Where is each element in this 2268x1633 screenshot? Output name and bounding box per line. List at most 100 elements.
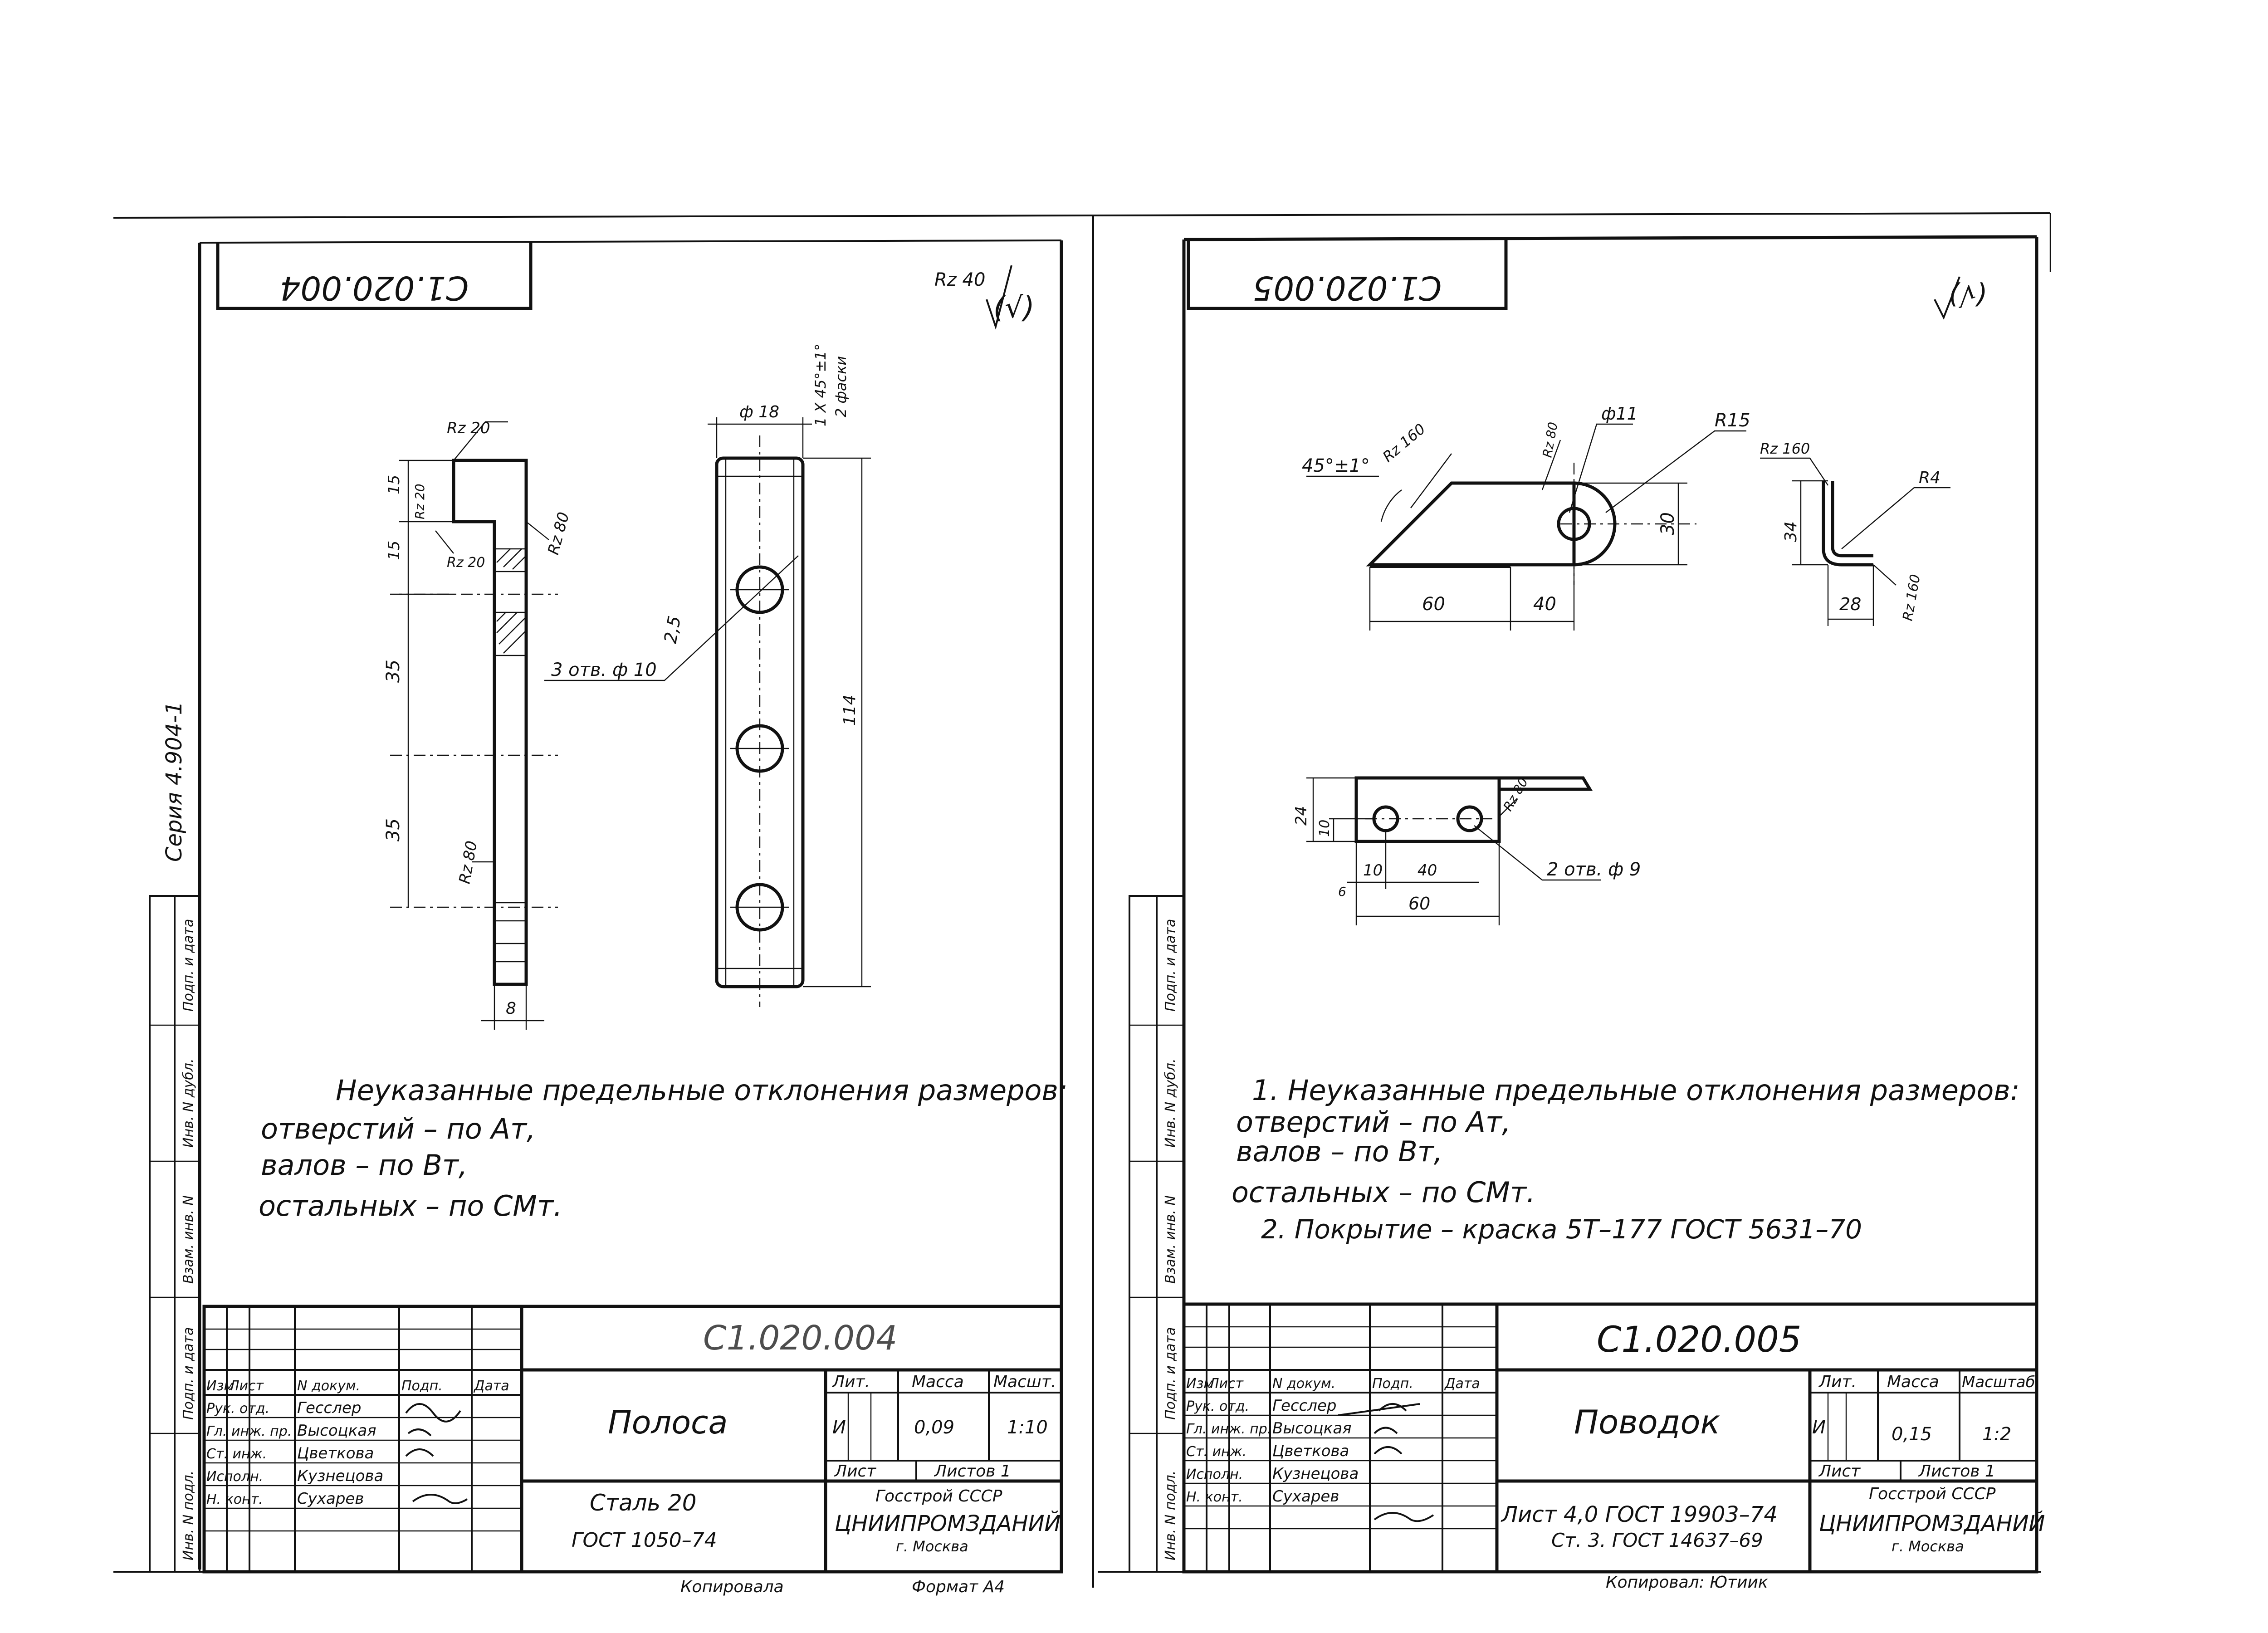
right-dim-10b: 10: [1363, 861, 1383, 880]
right-name-2: Высоцкая: [1272, 1419, 1352, 1437]
right-org-1: Госстрой СССР: [1869, 1485, 1996, 1503]
right-header-sign: Подп.: [1372, 1376, 1413, 1392]
right-rz80b: Rz 80: [1500, 775, 1531, 814]
left-header-doc: N докум.: [297, 1378, 360, 1394]
right-sheets-label: Листов 1: [1918, 1462, 1995, 1481]
right-part-side: 34 28 Rz 160 R4 Rz 160: [1760, 440, 1950, 626]
left-col-scale: Масшт.: [993, 1373, 1056, 1391]
left-note-1: Неуказанные предельные отклонения размер…: [336, 1074, 1068, 1107]
right-name-4: Кузнецова: [1272, 1465, 1359, 1483]
left-doc-number: С1.020.004: [703, 1319, 897, 1358]
right-dim-10: 10: [1317, 820, 1333, 837]
left-side-cell-3: Взам. инв. N: [181, 1195, 196, 1284]
right-dim-60: 60: [1422, 594, 1445, 615]
right-side-cell-2: Инв. N дубл.: [1163, 1059, 1178, 1148]
right-role-4: Исполн.: [1186, 1467, 1243, 1482]
left-note-2: отверстий – по Ат,: [261, 1112, 536, 1145]
left-side-cell-4: Подп. и дата: [181, 1327, 196, 1420]
right-side-cell-3: Взам. инв. N: [1163, 1195, 1178, 1284]
right-name-3: Цветкова: [1272, 1442, 1349, 1460]
left-footer-copy: Копировала: [680, 1578, 784, 1596]
right-role-5: Н. конт.: [1186, 1489, 1243, 1505]
left-name-5: Сухарев: [297, 1490, 364, 1508]
right-dim-34: 34: [1782, 521, 1800, 542]
left-sheet-label: Лист: [834, 1462, 876, 1481]
right-rz80a: Rz 80: [1540, 421, 1560, 459]
left-dim-15a: 15: [385, 475, 403, 494]
right-role-1: Рук. отд.: [1186, 1398, 1249, 1414]
left-role-3: Ст. инж.: [206, 1446, 267, 1462]
right-part-name: Поводок: [1574, 1403, 1720, 1441]
right-dim-6: 6: [1338, 884, 1346, 899]
right-rz160a: Rz 160: [1379, 420, 1429, 465]
right-note-3: валов – по Вт,: [1236, 1135, 1443, 1168]
left-front-view: ф 18 1 X 45°±1° 2 фаски 114 3 отв. ф 10 …: [544, 343, 871, 1007]
left-roughness-sign: Rz 40: [934, 269, 985, 290]
right-side-cell-4: Подп. и дата: [1163, 1327, 1178, 1420]
left-name-4: Кузнецова: [297, 1467, 383, 1485]
left-org-3: г. Москва: [896, 1538, 968, 1555]
right-rz160b: Rz 160: [1760, 440, 1810, 457]
left-dim-phi18: ф 18: [739, 403, 779, 421]
right-title-block: С1.020.005 Поводок Лист 4,0 ГОСТ 19903–7…: [1182, 1302, 2045, 1592]
left-rz80-bottom: Rz 80: [455, 840, 481, 885]
right-scale-value: 1:2: [1982, 1424, 2011, 1445]
left-side-cell-5: Инв. N подл.: [181, 1471, 196, 1560]
right-corner-stamp: С1.020.005: [1253, 269, 1442, 307]
left-name-1: Гесслер: [297, 1399, 361, 1417]
left-roughness-general: (√): [993, 291, 1035, 325]
left-archive-strip: Подп. и дата Инв. N дубл. Взам. инв. N П…: [149, 895, 200, 1573]
left-name-2: Высоцкая: [297, 1422, 376, 1440]
right-side-cell-5: Инв. N подл.: [1163, 1471, 1178, 1560]
right-header-list: Лист: [1208, 1376, 1244, 1392]
left-org-1: Госстрой СССР: [875, 1487, 1002, 1506]
right-sheet-label: Лист: [1818, 1462, 1861, 1481]
left-corner-stamp: С1.020.004: [280, 269, 469, 307]
right-dim-40: 40: [1533, 594, 1556, 615]
left-lit-value: И: [832, 1417, 846, 1438]
right-org-3: г. Москва: [1892, 1538, 1964, 1555]
left-note-3: валов – по Вт,: [261, 1149, 468, 1182]
right-doc-number: С1.020.005: [1597, 1320, 1801, 1360]
left-role-1: Рук. отд.: [206, 1401, 269, 1417]
right-dim-40b: 40: [1418, 861, 1437, 880]
left-col-mass: Масса: [912, 1373, 964, 1391]
right-dim-phi-hole: ф11: [1601, 404, 1638, 424]
right-header-izm: Изм: [1186, 1376, 1214, 1392]
left-part-name: Полоса: [608, 1404, 728, 1441]
left-side-cell-2: Инв. N дубл.: [181, 1059, 196, 1148]
left-col-lit: Лит.: [831, 1373, 870, 1391]
left-material-1: Сталь 20: [590, 1490, 697, 1516]
right-part-plan: 24 10 10 40 6 60 Rz 80 2 отв. ф 9: [1292, 775, 1641, 925]
left-rz20-top: Rz 20: [447, 419, 490, 437]
left-header-list: Лист: [229, 1378, 264, 1394]
right-col-lit: Лит.: [1818, 1373, 1857, 1391]
right-dim-28: 28: [1839, 594, 1861, 614]
left-mass-value: 0,09: [914, 1417, 954, 1438]
right-org-2: ЦНИИПРОМЗДАНИЙ: [1819, 1511, 2045, 1536]
left-material-2: ГОСТ 1050–74: [572, 1529, 717, 1552]
left-dim-35b: 35: [383, 818, 404, 841]
right-name-5: Сухарев: [1272, 1487, 1339, 1506]
left-sheets-label: Листов 1: [934, 1462, 1011, 1481]
right-roughness-general: (√): [1948, 279, 1987, 311]
right-note-2: отверстий – по Ат,: [1236, 1105, 1511, 1139]
left-dim-holes: 3 отв. ф 10: [551, 660, 657, 680]
left-rz20-left: Rz 20: [412, 484, 427, 519]
left-header-izm: Изм: [206, 1378, 234, 1394]
right-note-5: 2. Покрытие – краска 5Т–177 ГОСТ 5631–70: [1261, 1214, 1862, 1245]
right-footer-copy: Копировал: Ютиик: [1606, 1573, 1768, 1592]
left-side-cell-1: Подп. и дата: [181, 919, 196, 1012]
right-side-cell-1: Подп. и дата: [1163, 919, 1178, 1012]
right-archive-strip: Подп. и дата Инв. N дубл. Взам. инв. N П…: [1129, 895, 1185, 1573]
left-role-4: Исполн.: [206, 1469, 263, 1485]
right-sheet: С1.020.005 (√) 60 40 30 45°±1°: [1093, 212, 2051, 1592]
left-scale-value: 1:10: [1007, 1417, 1048, 1438]
right-role-2: Гл. инж. пр.: [1186, 1421, 1271, 1437]
right-col-scale: Масштаб: [1962, 1373, 2035, 1391]
left-sheet: С1.020.004 Rz 40 (√) Серия 4.904-1: [113, 215, 1094, 1596]
right-header-doc: N докум.: [1272, 1376, 1335, 1392]
right-notes: 1. Неуказанные предельные отклонения раз…: [1232, 1074, 2020, 1245]
right-dim-30: 30: [1657, 512, 1678, 535]
